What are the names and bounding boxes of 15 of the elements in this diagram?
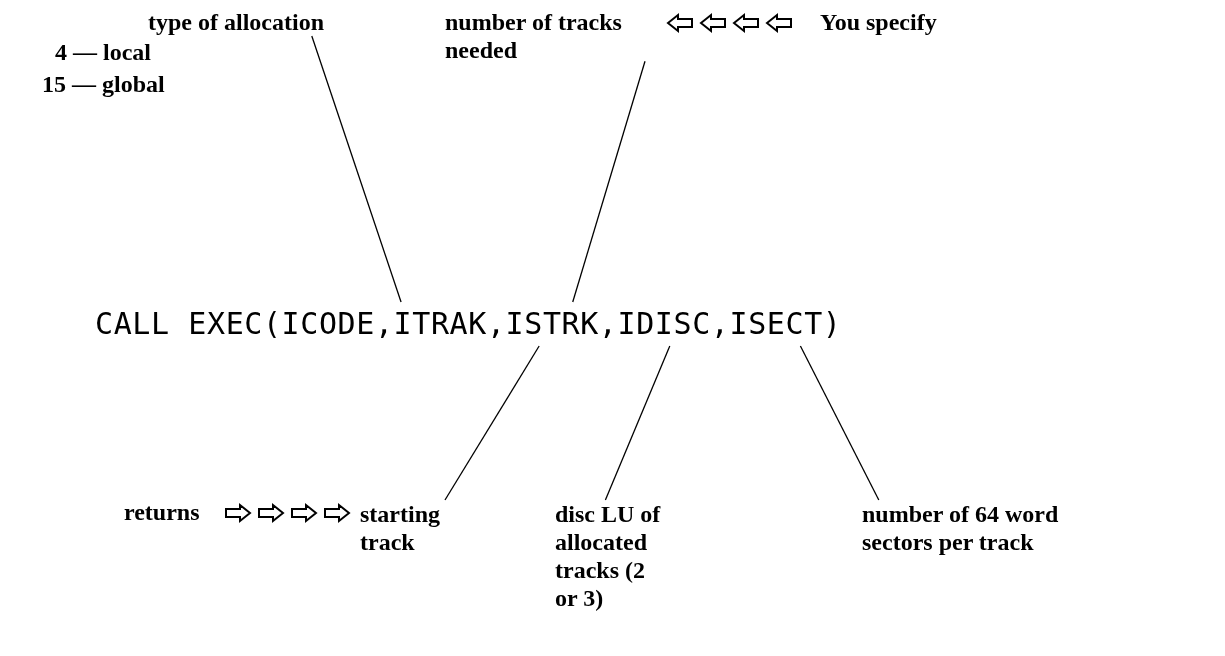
leader-line	[444, 345, 540, 501]
annotation-text: starting track	[360, 500, 460, 556]
leader-line	[311, 35, 402, 303]
annotation-text: 15 — global	[42, 70, 165, 98]
annotation-text: You specify	[820, 8, 937, 36]
annotation-text: 4 — local	[55, 38, 151, 66]
annotation-text: type of allocation	[148, 8, 358, 36]
annotation-text: returns	[124, 498, 200, 526]
annotation-text: number of tracks needed	[445, 8, 645, 64]
annotation-text: number of 64 word sectors per track	[862, 500, 1072, 556]
annotation-text: disc LU of allocated tracks (2 or 3)	[555, 500, 667, 612]
code-statement: CALL EXEC(ICODE,ITRAK,ISTRK,IDISC,ISECT)	[95, 302, 842, 346]
leader-line	[572, 60, 646, 303]
leader-line	[799, 345, 880, 501]
leader-line	[604, 345, 671, 501]
